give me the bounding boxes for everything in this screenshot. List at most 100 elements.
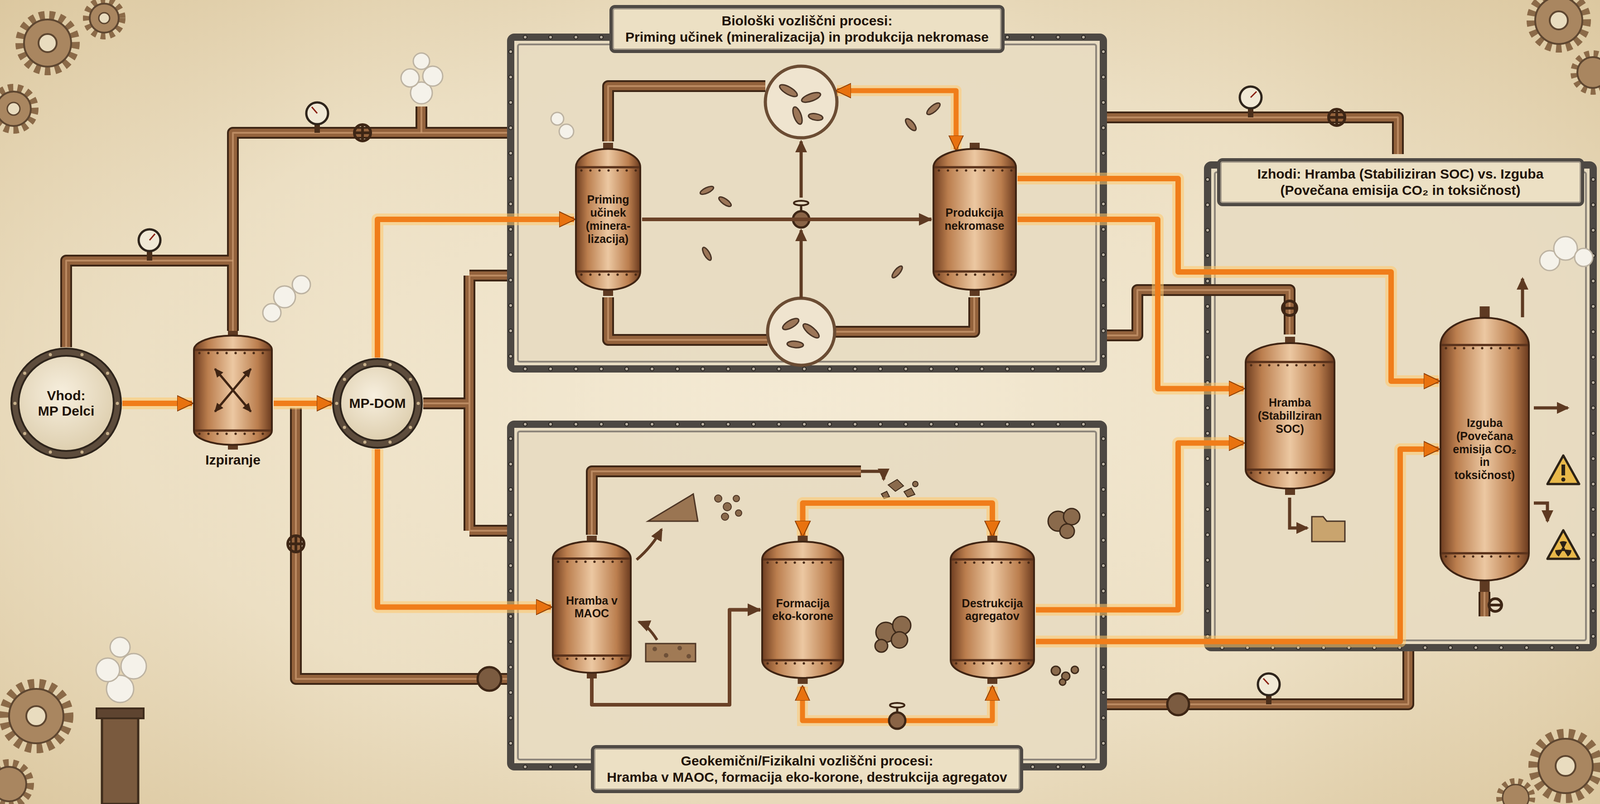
- soil-illustration: [714, 494, 722, 503]
- copper-tank: [982, 169, 986, 172]
- steam-cloud: [401, 68, 420, 88]
- metal-frame: [1081, 367, 1086, 371]
- tank-label: Hramba v MAOC: [562, 594, 621, 621]
- copper-tank: [261, 351, 264, 354]
- tank-label: Hramba (Stabillziran SOC): [1256, 396, 1324, 436]
- metal-frame: [517, 431, 1097, 760]
- copper-tank: [556, 560, 560, 563]
- gauge-ring: [106, 371, 110, 375]
- copper-tank: [1010, 169, 1013, 172]
- copper-tank: [584, 657, 587, 660]
- copper-tank: [1489, 555, 1493, 558]
- metal-frame: [1101, 715, 1106, 720]
- title-plate: Biološki vozliščni procesi:Priming učine…: [609, 4, 1005, 54]
- soil-illustration: [1059, 678, 1066, 686]
- copper-tank: [1453, 555, 1456, 558]
- bacterium: [807, 112, 824, 121]
- metal-frame: [510, 37, 1104, 369]
- metal-frame: [548, 764, 553, 769]
- copper-tank: [214, 368, 251, 412]
- metal-frame: [1101, 100, 1106, 105]
- gauge-ring: [408, 425, 412, 429]
- copper-tank: [954, 662, 958, 665]
- copper-tank: [1285, 363, 1289, 367]
- copper-tank: [207, 432, 210, 435]
- metal-frame: [1591, 380, 1596, 385]
- copper-tank: [964, 273, 967, 276]
- bacterium: [786, 340, 804, 349]
- copper-tank: [1444, 347, 1447, 350]
- gear: [1499, 781, 1532, 804]
- copper-tank: [602, 560, 605, 563]
- panel-title: Hramba v MAOC, formacija eko-korone, des…: [606, 768, 1008, 786]
- copper-tank: [575, 560, 578, 563]
- copper-tank: [625, 169, 628, 172]
- copper-tank: [252, 432, 255, 435]
- metal-frame: [508, 462, 513, 466]
- microbe-chamber: [799, 141, 803, 198]
- copper-tank: [937, 169, 940, 172]
- metal-frame: [523, 422, 527, 426]
- metal-frame: [1205, 634, 1210, 639]
- gear: [1531, 0, 1586, 48]
- copper-tank: [593, 560, 596, 563]
- gauge-ring: [363, 440, 367, 444]
- metal-frame: [1575, 645, 1580, 650]
- bacterium: [800, 90, 822, 105]
- metal-frame: [1591, 406, 1596, 410]
- metal-frame: [751, 422, 756, 426]
- valve-wheel: [287, 109, 1502, 612]
- bacterium: [801, 321, 822, 341]
- copper-tank: [576, 166, 640, 169]
- metal-frame: [1205, 329, 1210, 334]
- metal-frame: [1101, 639, 1106, 644]
- gear: [1555, 755, 1576, 776]
- steam-cloud: [120, 653, 147, 679]
- metal-frame: [1101, 690, 1106, 695]
- gear: [4, 684, 68, 748]
- metal-frame: [1205, 558, 1210, 562]
- copper-tank: [762, 541, 844, 678]
- copper-tank: [1322, 363, 1325, 367]
- bacterium: [791, 105, 805, 126]
- metal-frame: [508, 436, 513, 441]
- bacterium: [699, 82, 942, 349]
- copper-tank: [990, 561, 994, 564]
- steam-cloud: [422, 66, 443, 87]
- metal-frame: [1056, 764, 1060, 769]
- soil-illustration: [1051, 666, 1061, 676]
- copper-tank: [973, 169, 977, 172]
- metal-frame: [508, 125, 513, 130]
- valve-wheel: [1328, 109, 1345, 126]
- copper-tank: [802, 561, 805, 564]
- copper-tank: [934, 166, 1016, 169]
- copper-tank: [607, 273, 610, 276]
- gear: [89, 3, 119, 33]
- metal-frame: [508, 589, 513, 593]
- soil-illustration: [874, 508, 1080, 686]
- copper-tank: [1480, 555, 1484, 558]
- tank-caption-area: Izpiranje: [192, 452, 274, 469]
- bacterium: [925, 101, 943, 117]
- flow-arrow: [122, 400, 193, 407]
- soil-illustration: [891, 631, 908, 648]
- pump: [477, 667, 1190, 716]
- metal-frame: [599, 367, 604, 371]
- gauge-ring: [388, 440, 392, 444]
- copper-tank: [225, 351, 228, 354]
- copper-tank: [1462, 555, 1465, 558]
- metal-frame: [650, 367, 654, 371]
- soil-illustration: [652, 646, 658, 652]
- smokestack: [96, 708, 144, 719]
- warning-triangle: [1559, 541, 1567, 550]
- metal-frame: [1056, 367, 1060, 371]
- metal-frame: [853, 367, 857, 371]
- soil-illustration: [636, 529, 662, 560]
- copper-tank: [1009, 561, 1012, 564]
- metal-frame: [1101, 436, 1106, 441]
- soil-illustration: [912, 481, 919, 487]
- gauge-ring: [343, 377, 347, 382]
- flow-glow: [122, 397, 193, 410]
- copper-tank: [1000, 169, 1004, 172]
- gauge-ring: [23, 431, 27, 436]
